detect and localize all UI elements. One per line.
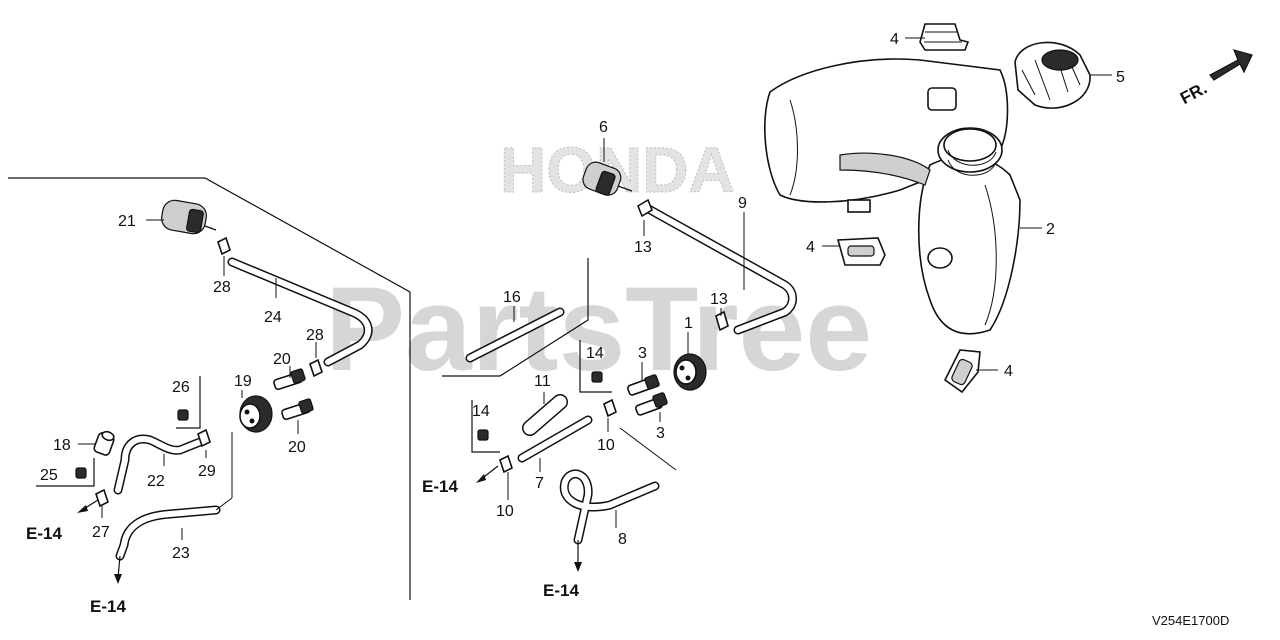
- part-label-13-a: 13: [634, 239, 652, 256]
- bracket-26: [176, 376, 201, 429]
- part-label-10-a: 10: [597, 437, 615, 454]
- fuel-tube-22[interactable]: [113, 434, 205, 495]
- fuel-filter-6[interactable]: [580, 159, 633, 198]
- fuel-tank[interactable]: [764, 58, 1021, 335]
- e14-arrows: [77, 465, 582, 584]
- cap-18[interactable]: [93, 430, 115, 456]
- fuel-tube-9[interactable]: [640, 202, 797, 335]
- fuel-cap[interactable]: [1014, 41, 1091, 109]
- part-label-29: 29: [198, 463, 216, 480]
- part-label-4-c: 4: [1004, 363, 1013, 380]
- front-direction-label: FR.: [1177, 78, 1210, 108]
- part-label-3-b: 3: [656, 425, 665, 442]
- bracket-25: [36, 458, 95, 487]
- fuel-tube-11[interactable]: [522, 394, 568, 436]
- part-label-14-a: 14: [586, 345, 604, 362]
- part-label-27: 27: [92, 524, 110, 541]
- grommet-middle[interactable]: [836, 237, 886, 266]
- clip-29[interactable]: [197, 428, 211, 448]
- clip-25[interactable]: [75, 467, 87, 479]
- front-direction-arrow: FR.: [1177, 49, 1253, 108]
- part-label-18: 18: [53, 437, 71, 454]
- part-label-4-a: 4: [890, 31, 899, 48]
- tank-grommet-1[interactable]: [673, 353, 707, 391]
- fuel-tube-7[interactable]: [517, 415, 593, 463]
- part-label-8: 8: [618, 531, 627, 548]
- joint-20-a[interactable]: [273, 368, 306, 391]
- tank-grommet-19[interactable]: [239, 395, 273, 433]
- ref-label-e14-center-left[interactable]: E-14: [422, 477, 458, 496]
- clip-14-a[interactable]: [591, 371, 603, 383]
- fuel-filter-21[interactable]: [160, 198, 217, 235]
- fuel-tube-24[interactable]: [227, 257, 373, 367]
- fuel-tube-8[interactable]: [559, 469, 660, 545]
- clip-13-a[interactable]: [637, 198, 653, 218]
- ref-label-e14-left-bottom[interactable]: E-14: [90, 597, 126, 616]
- clip-28-a[interactable]: [217, 236, 231, 256]
- part-label-19: 19: [234, 373, 252, 390]
- part-label-26: 26: [172, 379, 190, 396]
- part-label-22: 22: [147, 473, 165, 490]
- clip-26[interactable]: [177, 409, 189, 421]
- part-label-28-a: 28: [213, 279, 231, 296]
- part-label-10-b: 10: [496, 503, 514, 520]
- part-label-20-b: 20: [288, 439, 306, 456]
- clip-10-b[interactable]: [499, 454, 513, 474]
- ref-label-e14-center-bottom[interactable]: E-14: [543, 581, 579, 600]
- joint-3-a[interactable]: [627, 374, 660, 396]
- clip-28-b[interactable]: [309, 358, 323, 378]
- ref-label-e14-left[interactable]: E-14: [26, 524, 62, 543]
- fuel-tube-23[interactable]: [115, 505, 221, 561]
- bracket-14-b: [471, 400, 500, 453]
- grommet-top[interactable]: [919, 23, 970, 51]
- part-label-24: 24: [264, 309, 282, 326]
- part-label-9: 9: [738, 195, 747, 212]
- joint-3-b[interactable]: [635, 392, 668, 416]
- part-label-21: 21: [118, 213, 136, 230]
- part-label-23: 23: [172, 545, 190, 562]
- fuel-tube-16[interactable]: [465, 307, 565, 363]
- clip-14-b[interactable]: [477, 429, 489, 441]
- part-label-7: 7: [535, 475, 544, 492]
- clip-10-a[interactable]: [603, 398, 617, 418]
- part-number-labels: 1 2 3 3 4 4 4 5 6 7 8 9 10 10 11 13 13 1…: [40, 31, 1125, 562]
- part-label-6: 6: [599, 119, 608, 136]
- part-label-13-b: 13: [710, 291, 728, 308]
- part-label-5: 5: [1116, 69, 1125, 86]
- part-label-28-b: 28: [306, 327, 324, 344]
- group-outline-center: [442, 258, 589, 377]
- part-label-3-a: 3: [638, 345, 647, 362]
- leader-lines: [78, 37, 1112, 540]
- part-label-14-b: 14: [472, 403, 490, 420]
- part-label-4-b: 4: [806, 239, 815, 256]
- part-label-25: 25: [40, 467, 58, 484]
- part-label-1: 1: [684, 315, 693, 332]
- part-label-20-a: 20: [273, 351, 291, 368]
- clip-27[interactable]: [95, 488, 109, 508]
- grommet-bottom[interactable]: [943, 349, 981, 394]
- part-label-16: 16: [503, 289, 521, 306]
- joint-20-b[interactable]: [281, 398, 314, 421]
- part-label-2: 2: [1046, 221, 1055, 238]
- bracket-14-a: [579, 340, 612, 393]
- part-label-11: 11: [534, 373, 551, 390]
- diagram-reference-code: V254E1700D: [1152, 613, 1229, 628]
- group-outline: [8, 177, 411, 600]
